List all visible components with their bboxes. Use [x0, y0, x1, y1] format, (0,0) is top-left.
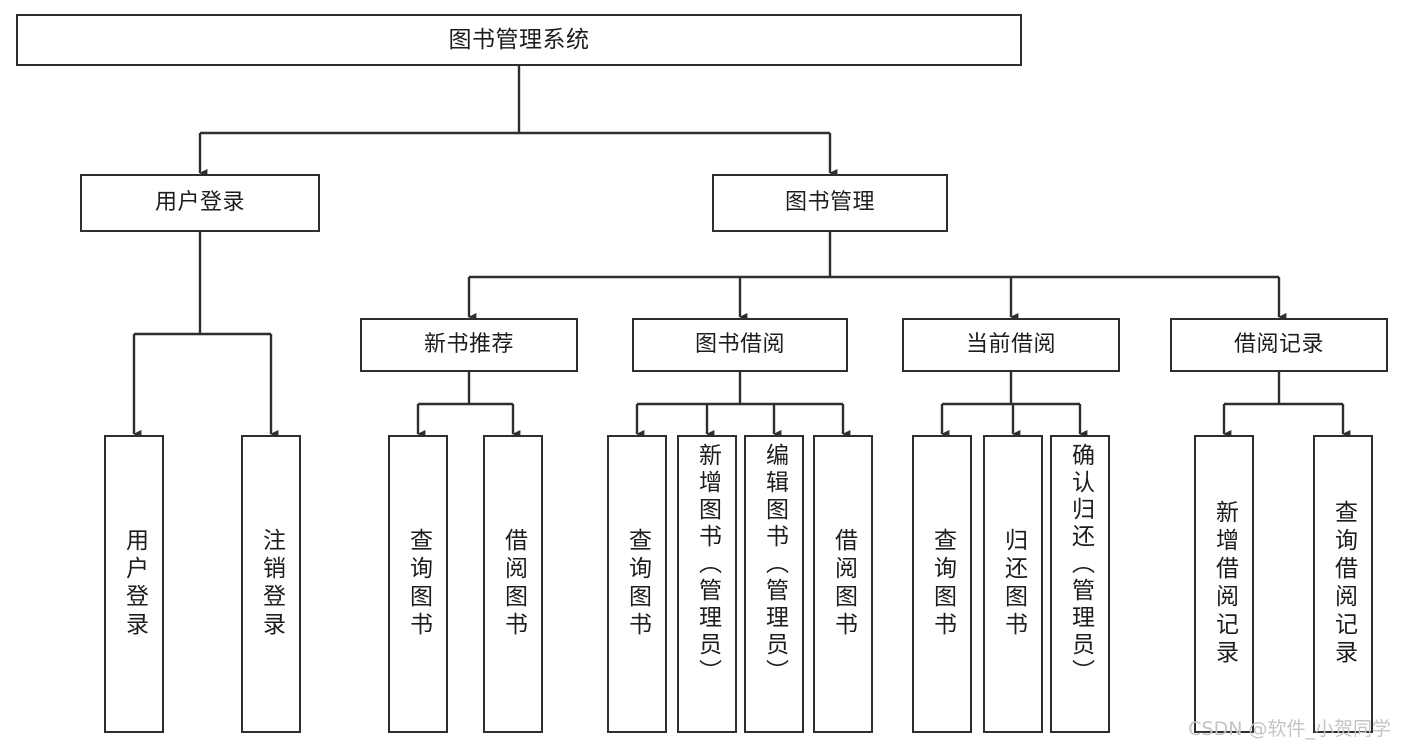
node-label-leaf-add-record: 新增借阅记录: [1211, 500, 1238, 668]
node-label-current-borrow: 当前借阅: [965, 332, 1056, 358]
node-leaf-borrow-book-1[interactable]: 借阅图书: [483, 435, 543, 733]
node-label-borrow-record: 借阅记录: [1233, 332, 1324, 358]
node-book-borrow[interactable]: 图书借阅: [632, 318, 848, 372]
csdn-watermark: CSDN @软件_小贺同学: [1188, 718, 1391, 740]
node-leaf-query-book-1[interactable]: 查询图书: [388, 435, 448, 733]
node-root[interactable]: 图书管理系统: [16, 14, 1022, 66]
node-label-leaf-borrow-book-1: 借阅图书: [500, 528, 527, 640]
node-new-book-rec[interactable]: 新书推荐: [360, 318, 578, 372]
node-leaf-add-record[interactable]: 新增借阅记录: [1194, 435, 1254, 733]
node-label-leaf-user-login: 用户登录: [121, 528, 148, 640]
node-leaf-add-book[interactable]: 新增图书（管理员）: [677, 435, 737, 733]
node-label-leaf-edit-book: 编辑图书（管理员）: [761, 443, 788, 686]
node-label-leaf-user-logout: 注销登录: [258, 528, 285, 640]
node-label-user-login: 用户登录: [154, 190, 245, 216]
node-leaf-edit-book[interactable]: 编辑图书（管理员）: [744, 435, 804, 733]
node-label-leaf-query-record: 查询借阅记录: [1330, 500, 1357, 668]
node-leaf-confirm-return[interactable]: 确认归还（管理员）: [1050, 435, 1110, 733]
node-leaf-user-logout[interactable]: 注销登录: [241, 435, 301, 733]
node-label-leaf-query-book-3: 查询图书: [929, 528, 956, 640]
node-label-leaf-return-book: 归还图书: [1000, 528, 1027, 640]
node-leaf-query-book-2[interactable]: 查询图书: [607, 435, 667, 733]
node-current-borrow[interactable]: 当前借阅: [902, 318, 1120, 372]
node-label-leaf-query-book-2: 查询图书: [624, 528, 651, 640]
node-label-book-borrow: 图书借阅: [694, 332, 785, 358]
node-book-manage[interactable]: 图书管理: [712, 174, 948, 232]
node-label-book-manage: 图书管理: [784, 190, 875, 216]
node-leaf-return-book[interactable]: 归还图书: [983, 435, 1043, 733]
node-user-login[interactable]: 用户登录: [80, 174, 320, 232]
node-label-leaf-add-book: 新增图书（管理员）: [694, 443, 721, 686]
node-label-root: 图书管理系统: [448, 26, 590, 53]
node-leaf-query-record[interactable]: 查询借阅记录: [1313, 435, 1373, 733]
node-leaf-query-book-3[interactable]: 查询图书: [912, 435, 972, 733]
node-leaf-user-login[interactable]: 用户登录: [104, 435, 164, 733]
node-label-leaf-borrow-book-2: 借阅图书: [830, 528, 857, 640]
node-label-leaf-query-book-1: 查询图书: [405, 528, 432, 640]
node-leaf-borrow-book-2[interactable]: 借阅图书: [813, 435, 873, 733]
node-label-leaf-confirm-return: 确认归还（管理员）: [1067, 443, 1094, 686]
node-borrow-record[interactable]: 借阅记录: [1170, 318, 1388, 372]
node-label-new-book-rec: 新书推荐: [423, 332, 514, 358]
